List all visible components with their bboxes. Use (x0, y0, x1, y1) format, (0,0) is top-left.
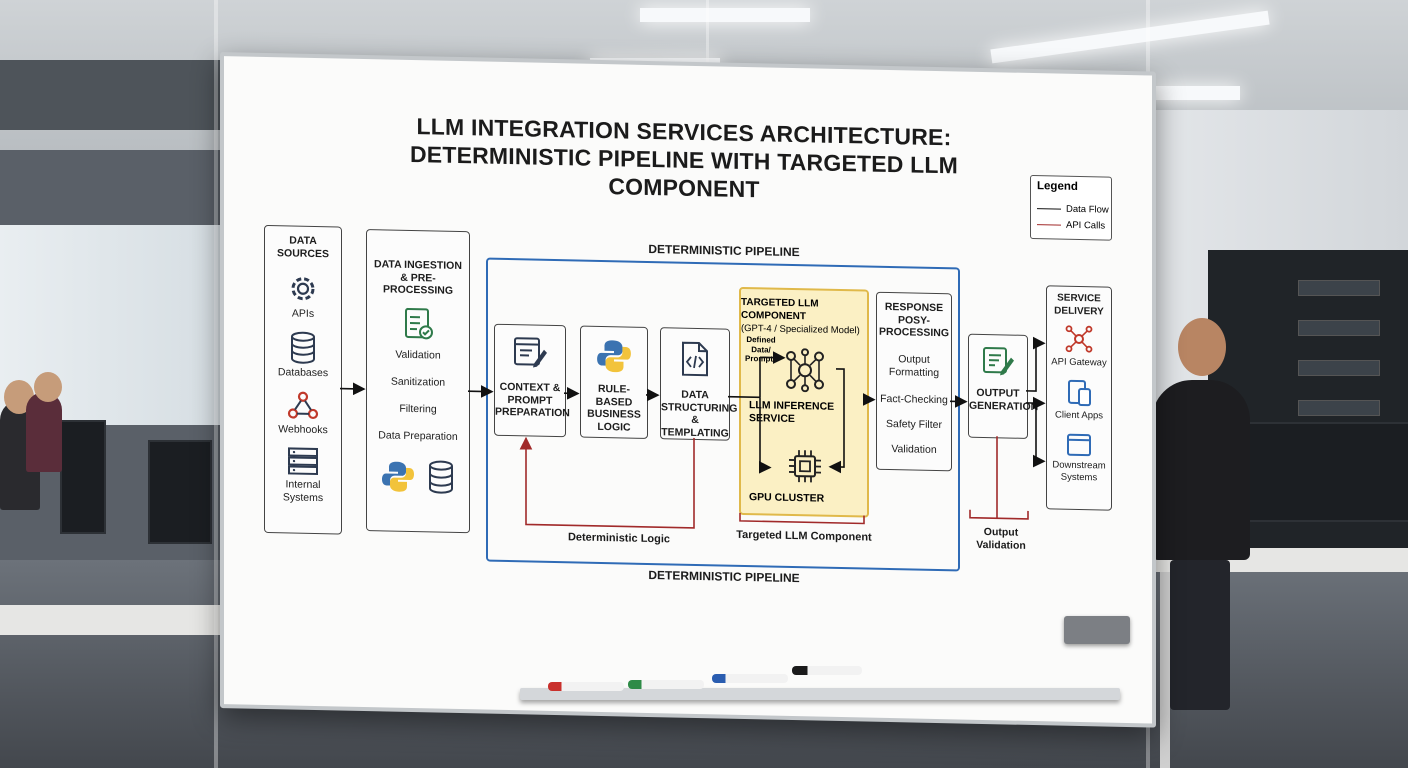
ceiling-duct (0, 60, 230, 130)
connector-lines (340, 336, 1046, 529)
marker-tray (520, 688, 1120, 700)
person-head (34, 372, 62, 402)
green-marker[interactable] (628, 680, 704, 689)
person-head (1178, 318, 1226, 376)
service-delivery-box: SERVICE DELIVERY API Gateway Client Apps… (1046, 285, 1112, 511)
monitor (148, 440, 212, 544)
webhook-icon (287, 391, 319, 420)
database-icon (291, 331, 315, 364)
glass-edge (706, 0, 709, 70)
ceiling-light (640, 8, 810, 22)
checklist-icon (405, 307, 433, 339)
arrow-structuring-to-llm (728, 395, 760, 399)
monitor (60, 420, 106, 534)
python-icon (597, 340, 631, 373)
rule-based-logic-box: RULE-BASED BUSINESS LOGIC (580, 325, 648, 439)
black-marker[interactable] (792, 666, 862, 675)
desk (0, 605, 230, 635)
desk-leg (1160, 572, 1170, 768)
gpu-chip-icon (789, 450, 821, 483)
server-icon (288, 447, 318, 476)
devices-icon (1068, 379, 1091, 407)
llm-component-bracket (739, 512, 865, 525)
python-icon (382, 461, 414, 492)
deterministic-logic-loop (519, 436, 695, 529)
window-icon (1067, 433, 1091, 457)
arrow-defined-prompts (759, 357, 784, 398)
blue-marker[interactable] (712, 674, 788, 683)
monitor (1236, 422, 1408, 522)
database-icon (429, 460, 453, 494)
data-sources-box: DATA SOURCES APIs Databases Webhooks Int… (264, 224, 342, 535)
arrow-to-api-gateway (1026, 336, 1046, 392)
person (26, 392, 62, 472)
output-validation-bracket (969, 509, 1029, 520)
code-file-icon (682, 341, 708, 377)
arrow-to-downstream (1032, 403, 1046, 468)
glass-edge (214, 0, 218, 768)
output-generation-box: OUTPUT GENERATION (968, 333, 1038, 439)
red-marker[interactable] (548, 682, 624, 691)
gear-icon (291, 277, 315, 301)
document-edit-icon (514, 337, 547, 368)
arrow-to-gpu (758, 397, 772, 474)
arrow-sources-to-ingestion (340, 382, 366, 396)
ingestion-box: DATA INGESTION & PRE-PROCESSING Validati… (366, 229, 470, 534)
arrow-gpu-loop (828, 368, 845, 474)
person-legs (1170, 560, 1230, 710)
arrow-ingestion-to-context (468, 385, 494, 398)
whiteboard-eraser[interactable] (1064, 616, 1130, 644)
document-edit-icon (983, 347, 1014, 376)
data-structuring-box: DATA STRUCTURING & TEMPLATING (660, 327, 737, 441)
api-gateway-icon (1065, 325, 1093, 353)
context-prompt-box: CONTEXT & PROMPT PREPARATION (494, 323, 570, 438)
whiteboard: LLM INTEGRATION SERVICES ARCHITECTURE: D… (220, 52, 1156, 728)
person (1152, 380, 1250, 560)
ingestion-icons (367, 458, 469, 496)
